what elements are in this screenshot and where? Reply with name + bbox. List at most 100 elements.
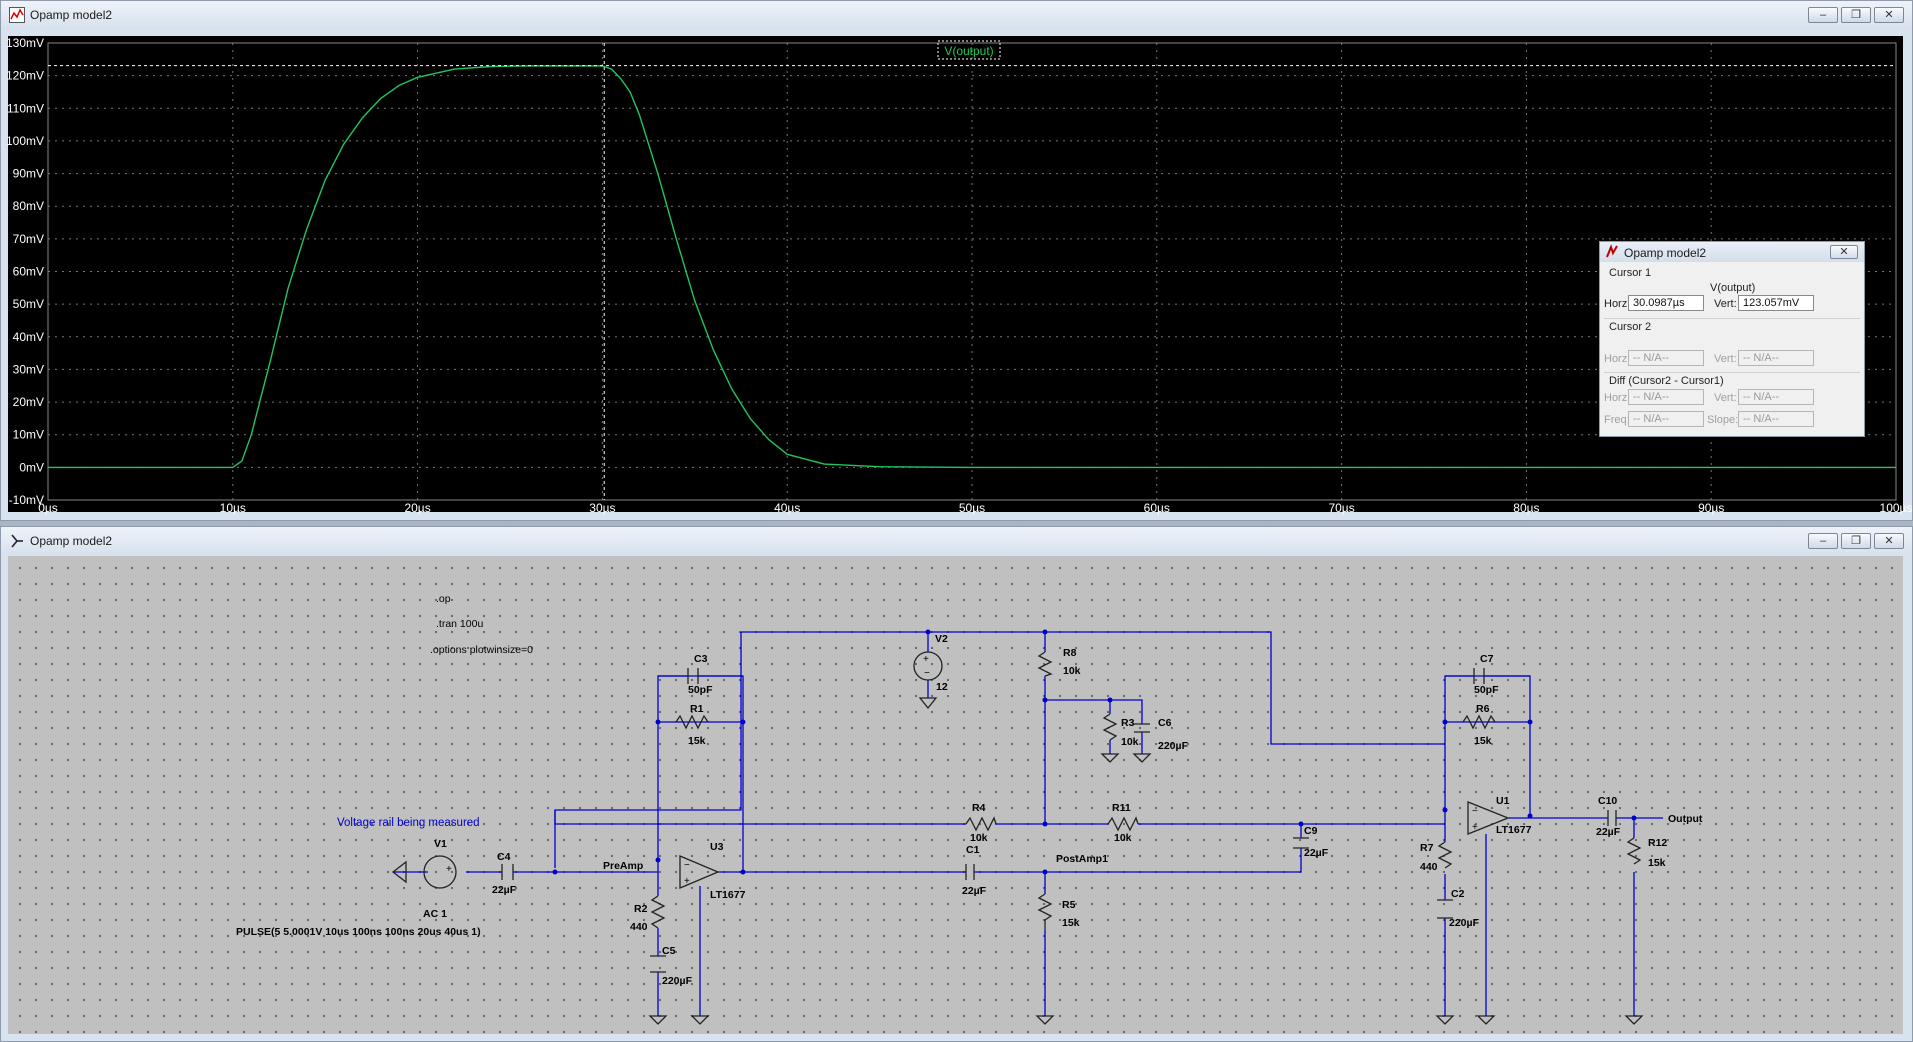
r1-value[interactable]: 15k: [688, 735, 706, 747]
cursor-dialog-titlebar[interactable]: Opamp model2 ✕: [1600, 242, 1864, 262]
cursor2-horz-field: -- N/A--: [1628, 350, 1704, 366]
c7-value[interactable]: 50pF: [1474, 684, 1499, 696]
r11-label[interactable]: R11: [1112, 802, 1131, 814]
c3-value[interactable]: 50pF: [688, 684, 713, 696]
v2-value[interactable]: 12: [936, 681, 948, 693]
v2-plus-sign: +: [923, 654, 929, 665]
r8-label[interactable]: R8: [1063, 647, 1077, 659]
v-output-trace[interactable]: [48, 65, 1896, 469]
r11-value[interactable]: 10k: [1114, 832, 1132, 844]
cursor1-trace-name: V(output): [1710, 282, 1756, 294]
waveform-titlebar[interactable]: Opamp model2 ‒ ❐ ✕: [1, 1, 1912, 29]
x-tick-label: 60µs: [1144, 501, 1170, 515]
directive-options[interactable]: .options plotwinsize=0: [430, 644, 533, 656]
r2-value[interactable]: 440: [630, 921, 648, 933]
directive-op[interactable]: .op: [436, 593, 451, 605]
diff-horz-field: -- N/A--: [1628, 389, 1704, 405]
u3-label[interactable]: U3: [710, 841, 724, 853]
r7-value[interactable]: 440: [1420, 861, 1438, 873]
u1-value[interactable]: LT1677: [1496, 824, 1532, 836]
postamp-net-label[interactable]: PostAmp1: [1056, 853, 1108, 865]
r12-label[interactable]: R12: [1648, 837, 1667, 849]
directive-tran[interactable]: .tran 100u: [436, 618, 483, 630]
c4-value[interactable]: 22µF: [492, 884, 517, 896]
close-button[interactable]: ✕: [1874, 7, 1904, 23]
trace-legend-label[interactable]: V(output): [944, 44, 993, 58]
c9-label[interactable]: C9: [1304, 825, 1318, 837]
y-tick-label: 70mV: [13, 232, 44, 246]
v1-pulse-value[interactable]: PULSE(5 5.0001V 10us 100ns 100ns 20us 40…: [236, 926, 481, 938]
u3-minus-pin: −: [684, 860, 690, 871]
c2-label[interactable]: C2: [1451, 888, 1465, 900]
schematic-canvas[interactable]: + + − − + − + .op .tran 100u .options pl…: [8, 556, 1903, 1034]
c1-label[interactable]: C1: [966, 844, 980, 856]
cursor1-horz-field[interactable]: 30.0987µs: [1628, 295, 1704, 311]
c10-value[interactable]: 22µF: [1596, 826, 1621, 838]
preamp-net-label[interactable]: PreAmp: [603, 860, 643, 872]
schematic-drawing[interactable]: + + − − + − + .op .tran 100u .options pl…: [8, 556, 1903, 1034]
cursor-dialog[interactable]: Opamp model2 ✕ Cursor 1 V(output) Horz: …: [1599, 241, 1865, 437]
r5-value[interactable]: 15k: [1062, 917, 1080, 929]
y-tick-label: 40mV: [13, 330, 44, 344]
v2-minus-sign: −: [924, 668, 930, 679]
c5-label[interactable]: C5: [662, 945, 676, 957]
u3-value[interactable]: LT1677: [710, 889, 746, 901]
r5-label[interactable]: R5: [1062, 899, 1076, 911]
restore-button[interactable]: ❐: [1841, 533, 1871, 549]
minimize-button[interactable]: ‒: [1808, 7, 1838, 23]
u1-label[interactable]: U1: [1496, 795, 1510, 807]
y-tick-label: 0mV: [19, 460, 44, 474]
c2-value[interactable]: 220µF: [1449, 917, 1480, 929]
r2-label[interactable]: R2: [634, 903, 648, 915]
v2-label[interactable]: V2: [935, 633, 948, 645]
r12-value[interactable]: 15k: [1648, 857, 1666, 869]
v1-source-symbol[interactable]: [423, 855, 457, 889]
r7-label[interactable]: R7: [1420, 842, 1434, 854]
r6-value[interactable]: 15k: [1474, 735, 1492, 747]
close-button[interactable]: ✕: [1874, 533, 1904, 549]
c9-value[interactable]: 22µF: [1304, 847, 1329, 859]
y-tick-label: 120mV: [6, 69, 44, 83]
cursor2-horz-label: Horz:: [1604, 353, 1631, 365]
cursor-dialog-close-button[interactable]: ✕: [1830, 245, 1858, 259]
c3-label[interactable]: C3: [694, 653, 708, 665]
c10-label[interactable]: C10: [1598, 795, 1617, 807]
schematic-titlebar[interactable]: Opamp model2 ‒ ❐ ✕: [1, 527, 1912, 555]
y-tick-label: 10mV: [13, 428, 44, 442]
x-tick-label: 10µs: [220, 501, 246, 515]
c6-value[interactable]: 220µF: [1158, 740, 1189, 752]
u1-minus-pin: −: [1472, 806, 1478, 817]
diff-vert-field: -- N/A--: [1738, 389, 1814, 405]
x-tick-label: 100µs: [1880, 501, 1913, 515]
y-tick-label: 50mV: [13, 297, 44, 311]
cursor1-vert-label: Vert:: [1714, 298, 1737, 310]
diff-horz-label: Horz:: [1604, 392, 1631, 404]
r8-value[interactable]: 10k: [1063, 665, 1081, 677]
cursor2-vert-field: -- N/A--: [1738, 350, 1814, 366]
slope-field: -- N/A--: [1738, 411, 1814, 427]
minimize-button[interactable]: ‒: [1808, 533, 1838, 549]
cursor1-vert-field[interactable]: 123.057mV: [1738, 295, 1814, 311]
schematic-window-title: Opamp model2: [30, 534, 113, 548]
x-tick-label: 30µs: [589, 501, 615, 515]
r3-label[interactable]: R3: [1121, 717, 1135, 729]
c5-value[interactable]: 220µF: [662, 975, 693, 987]
r4-label[interactable]: R4: [972, 802, 986, 814]
output-net-label[interactable]: Output: [1668, 813, 1703, 825]
c4-label[interactable]: C4: [497, 851, 511, 863]
r6-label[interactable]: R6: [1476, 703, 1490, 715]
r3-value[interactable]: 10k: [1121, 736, 1139, 748]
r4-value[interactable]: 10k: [970, 832, 988, 844]
c7-label[interactable]: C7: [1480, 653, 1494, 665]
comment-voltage-rail[interactable]: Voltage rail being measured: [337, 817, 480, 829]
c1-value[interactable]: 22µF: [962, 885, 987, 897]
cursor-dialog-icon: [1606, 244, 1618, 258]
waveform-chart[interactable]: 130mV120mV110mV100mV90mV80mV70mV60mV50mV…: [6, 36, 1913, 515]
restore-button[interactable]: ❐: [1841, 7, 1871, 23]
v1-ac-value[interactable]: AC 1: [423, 908, 447, 920]
v1-label[interactable]: V1: [434, 838, 447, 850]
c6-label[interactable]: C6: [1158, 717, 1172, 729]
r1-label[interactable]: R1: [690, 703, 704, 715]
diff-label: Diff (Cursor2 - Cursor1): [1609, 375, 1724, 387]
